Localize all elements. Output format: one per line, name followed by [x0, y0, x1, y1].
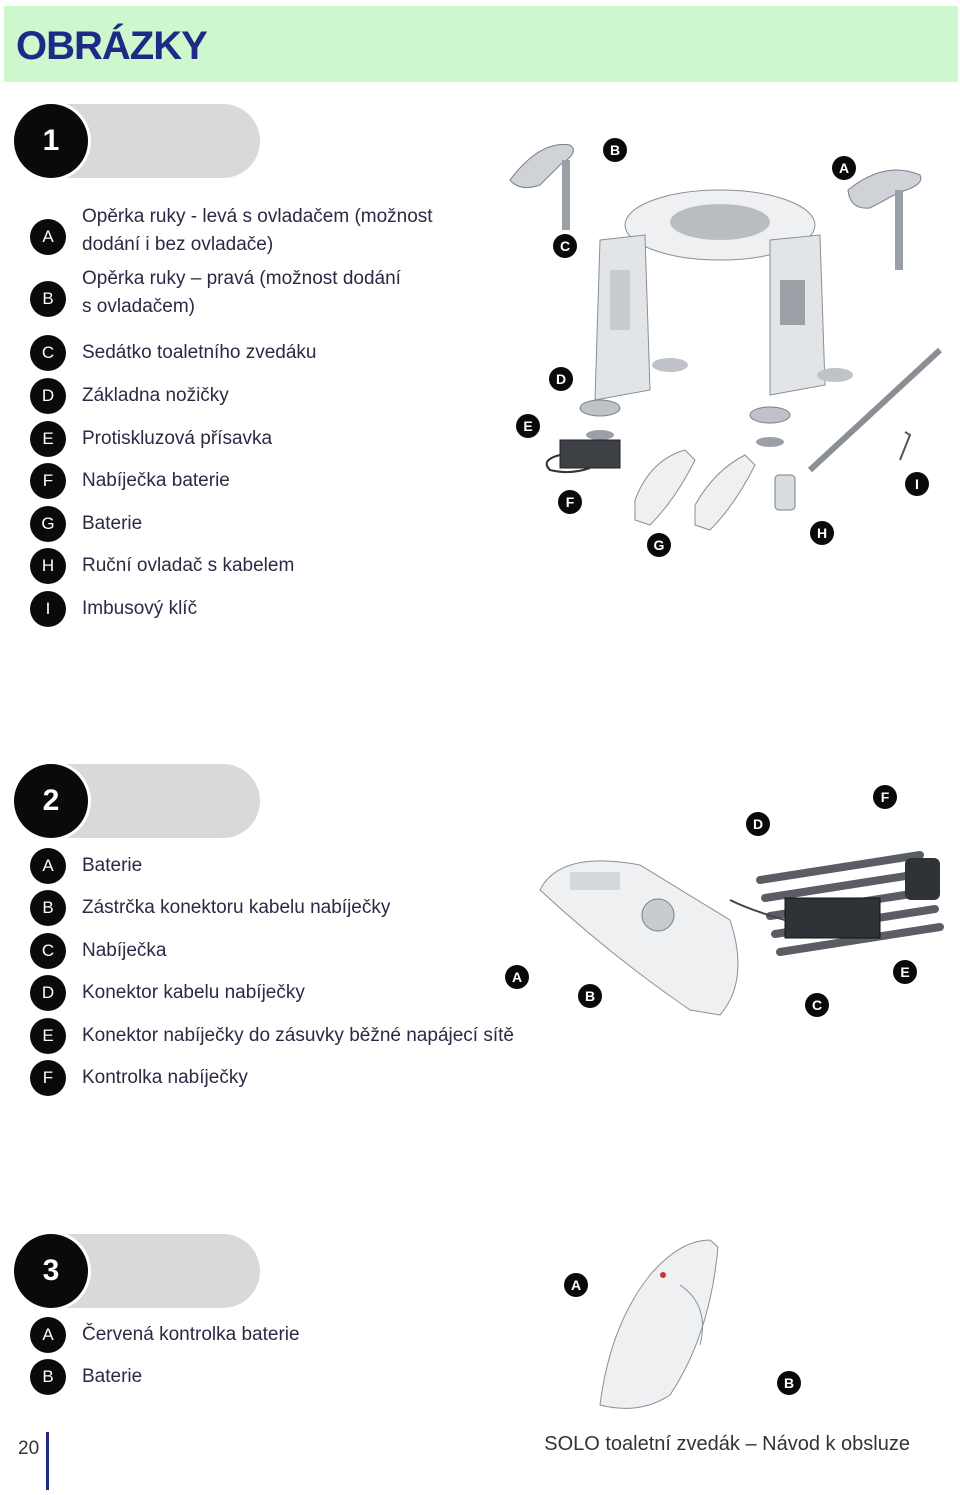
legend-text: Opěrka ruky – pravá (možnost dodání [82, 268, 401, 289]
legend-letter-badge: E [30, 421, 66, 457]
legend-letter-badge: B [30, 1359, 66, 1395]
legend-text: Nabíječka [82, 940, 167, 961]
callout-f: F [558, 490, 582, 514]
legend-text: Opěrka ruky - levá s ovladačem (možnost [82, 206, 433, 227]
legend-letter-badge: D [30, 975, 66, 1011]
legend-letter-badge: A [30, 848, 66, 884]
legend-letter-badge: A [30, 219, 66, 255]
legend-text: Baterie [82, 1366, 143, 1387]
page-number: 20 [18, 1438, 40, 1459]
toilet-lift-illustration [509, 143, 943, 531]
footer-divider [46, 1432, 49, 1490]
legend-text: Baterie [82, 855, 143, 876]
footer-title: SOLO toaletní zvedák – Návod k obsluze [544, 1433, 910, 1455]
callout-h: H [810, 521, 834, 545]
callout-g: G [647, 533, 671, 557]
callout-b: B [578, 984, 602, 1008]
section-1-tab: 1 [14, 104, 260, 178]
legend-text: Baterie [82, 513, 143, 534]
legend-text: Imbusový klíč [82, 598, 198, 619]
callout-c: C [805, 993, 829, 1017]
legend-letter-badge: C [30, 933, 66, 969]
section-2-number: 2 [14, 764, 88, 838]
legend-text: Sedátko toaletního zvedáku [82, 342, 317, 363]
callout-c: C [553, 234, 577, 258]
section-2-tab: 2 [14, 764, 260, 838]
section-3-tab: 3 [14, 1234, 260, 1308]
legend-text: Červená kontrolka baterie [82, 1324, 300, 1345]
legend-letter-badge: B [30, 281, 66, 317]
legend-letter-badge: D [30, 378, 66, 414]
callout-e: E [516, 414, 540, 438]
legend-text: Kontrolka nabíječky [82, 1067, 248, 1088]
figure-3-battery-diagram: A B [560, 1235, 810, 1415]
legend-text: Konektor kabelu nabíječky [82, 982, 305, 1003]
legend-text: Zástrčka konektoru kabelu nabíječky [82, 897, 391, 918]
callout-d: D [746, 812, 770, 836]
callout-a: A [564, 1273, 588, 1297]
legend-letter-badge: C [30, 335, 66, 371]
legend-text-continued: s ovladačem) [82, 296, 195, 317]
section-1-number: 1 [14, 104, 88, 178]
callout-f: F [873, 785, 897, 809]
charger-illustration [539, 851, 944, 1016]
callout-d: D [549, 367, 573, 391]
legend-letter-badge: F [30, 463, 66, 499]
callout-i: I [905, 472, 929, 496]
callout-a: A [505, 965, 529, 989]
figure-2-charger-diagram: F D A B C E [500, 780, 955, 1030]
legend-letter-badge: F [30, 1060, 66, 1096]
legend-text: Základna nožičky [82, 385, 229, 406]
callout-a: A [832, 156, 856, 180]
legend-text: Ruční ovladač s kabelem [82, 555, 295, 576]
legend-text: Nabíječka baterie [82, 470, 230, 491]
figure-1-toilet-lift-diagram: B A C D E F G H I [500, 130, 955, 560]
section-3-number: 3 [14, 1234, 88, 1308]
legend-text-continued: dodání i bez ovladače) [82, 234, 274, 255]
page-title: OBRÁZKY [16, 24, 208, 68]
callout-b: B [777, 1371, 801, 1395]
legend-letter-badge: B [30, 890, 66, 926]
legend-letter-badge: A [30, 1317, 66, 1353]
header-bar: OBRÁZKY [4, 6, 958, 82]
legend-text: Protiskluzová přísavka [82, 428, 273, 449]
legend-letter-badge: H [30, 548, 66, 584]
callout-e: E [893, 960, 917, 984]
legend-letter-badge: I [30, 591, 66, 627]
legend-text: Konektor nabíječky do zásuvky běžné napá… [82, 1025, 514, 1046]
legend-letter-badge: E [30, 1018, 66, 1054]
battery-illustration [599, 1239, 719, 1409]
legend-letter-badge: G [30, 506, 66, 542]
callout-b: B [603, 138, 627, 162]
